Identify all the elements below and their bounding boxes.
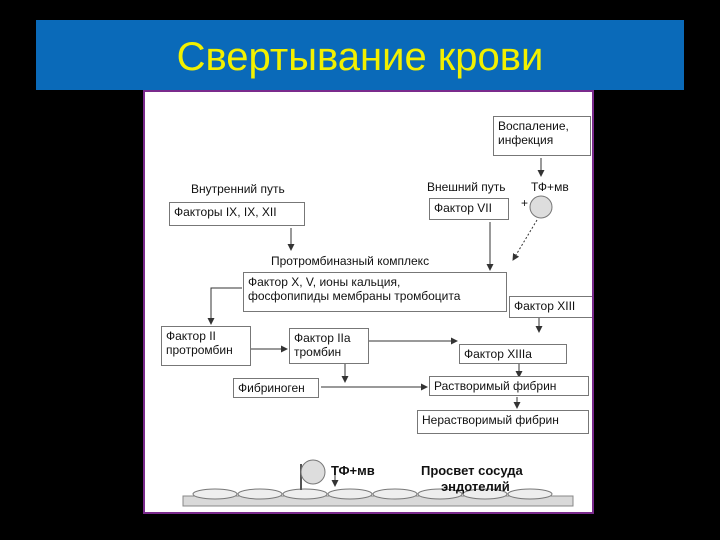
factor-xiii-box: Фактор XIII — [509, 296, 592, 318]
tf-particle-bottom — [300, 459, 326, 490]
diagram-connectors — [182, 158, 574, 507]
fibrinogen-box: Фибриноген — [233, 378, 319, 398]
inflammation-line1: Воспаление, — [498, 119, 569, 133]
endothelium — [182, 488, 574, 507]
vessel-lumen-label: Просвет сосуда — [421, 463, 523, 478]
title-bar: Свертывание крови — [36, 20, 684, 90]
factor-iia-line2: тромбин — [294, 345, 342, 359]
endothelium-label: эндотелий — [441, 479, 510, 494]
extrinsic-pathway-label: Внешний путь — [427, 180, 506, 194]
factor-xiiia-box: Фактор XIIIa — [459, 344, 567, 364]
insoluble-fibrin-box: Нерастворимый фибрин — [417, 410, 589, 434]
tf-label-top: ТФ+мв — [531, 180, 569, 194]
arrow-tf-to-complex — [512, 219, 538, 261]
prothrombinase-complex-box: Фактор X, V, ионы кальция, фосфопипиды м… — [243, 272, 507, 312]
intrinsic-factors-box: Факторы IX, IX, XII — [169, 202, 305, 226]
factor-iia-line1: Фактор IIa — [294, 331, 351, 345]
prothrombinase-label: Протромбиназный комплекс — [271, 254, 430, 268]
factor-ii-line2: протромбин — [166, 343, 233, 357]
factor-ii-box: Фактор II протромбин — [161, 326, 251, 366]
factor-ii-line1: Фактор II — [166, 329, 216, 343]
slide-title: Свертывание крови — [176, 35, 544, 79]
intrinsic-pathway-label: Внутренний путь — [191, 182, 285, 196]
arrow-complex-to-ii — [207, 287, 242, 325]
complex-line2: фосфопипиды мембраны тромбоцита — [248, 289, 461, 303]
tf-particle-top — [529, 195, 553, 219]
coagulation-diagram: Воспаление, инфекция Внутренний путь Фак… — [143, 90, 594, 514]
tf-label-bottom: ТФ+мв — [331, 463, 375, 478]
inflammation-line2: инфекция — [498, 133, 554, 147]
plus-sign: + — [521, 196, 529, 210]
complex-line1: Фактор X, V, ионы кальция, — [248, 275, 401, 289]
factor-vii-box: Фактор VII — [429, 198, 509, 220]
factor-iia-box: Фактор IIa тромбин — [289, 328, 369, 364]
inflammation-box: Воспаление, инфекция — [493, 116, 591, 156]
soluble-fibrin-box: Растворимый фибрин — [429, 376, 589, 396]
